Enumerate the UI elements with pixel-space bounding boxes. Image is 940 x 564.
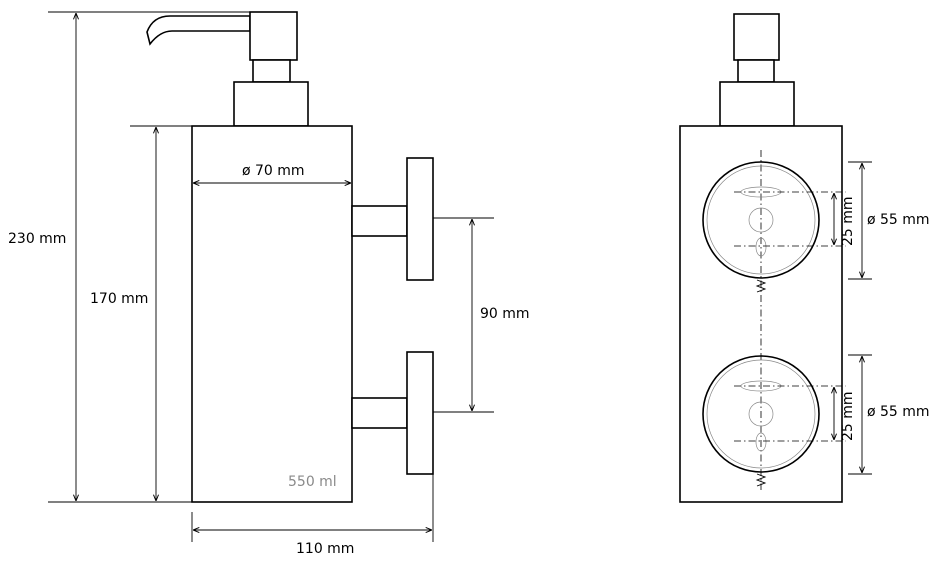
- side-view: 230 mm 170 mm ø 70 mm 90 mm 110 mm 550 m…: [8, 11, 530, 557]
- top-bracket-arm: [351, 205, 408, 237]
- back-view: 25 mm ø 55 mm 25 mm ø 55 mm: [679, 13, 930, 503]
- back-pump-head: [733, 13, 780, 61]
- bottom-bracket-plate: [406, 351, 434, 475]
- body-height-label: 170 mm: [90, 291, 148, 307]
- total-height-label: 230 mm: [8, 231, 66, 247]
- top-spacing-label: 25 mm: [840, 196, 856, 246]
- back-pump-stem: [737, 59, 775, 83]
- back-pump-collar: [719, 81, 795, 127]
- bottom-mount: 25 mm ø 55 mm: [702, 354, 930, 487]
- bottle-body: [191, 125, 353, 503]
- top-bracket-plate: [406, 157, 434, 281]
- top-mount: 25 mm ø 55 mm: [702, 161, 930, 293]
- bottom-spacing-label: 25 mm: [840, 391, 856, 441]
- bottom-bracket-arm: [351, 397, 408, 429]
- pump-collar: [233, 81, 309, 127]
- volume-label: 550 ml: [288, 474, 337, 490]
- bracket-spacing-label: 90 mm: [480, 306, 530, 322]
- pump-stem: [252, 59, 291, 83]
- pump-head: [249, 11, 298, 61]
- pump-spout: [146, 15, 251, 46]
- diameter-label: ø 70 mm: [242, 163, 305, 179]
- top-diameter-label: ø 55 mm: [867, 212, 930, 228]
- bottom-diameter-label: ø 55 mm: [867, 404, 930, 420]
- depth-label: 110 mm: [296, 541, 354, 557]
